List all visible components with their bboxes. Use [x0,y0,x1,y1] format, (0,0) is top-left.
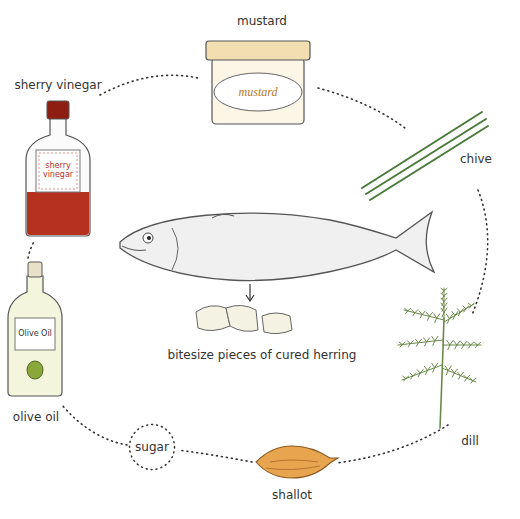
vinegar-bottle [26,101,90,236]
olive-oil-bottle [8,262,62,396]
ingredient-circle: sugar [128,423,176,471]
bottle-label-text: sherry vinegar [41,162,75,180]
herring-fish [120,212,434,301]
herring-pieces [196,305,292,333]
description-caption: bitesize pieces of cured herring [168,349,357,362]
dill-sprig [398,288,481,428]
mustard-jar [206,41,310,124]
bottle-label-text: Olive Oil [17,330,53,339]
jar-label-text: mustard [239,86,278,99]
ingredient-caption: dill [461,435,479,448]
ingredient-caption: sugar [135,440,169,454]
ingredient-caption: olive oil [13,411,59,424]
ingredient-caption: mustard [237,15,287,28]
ingredient-caption: sherry vinegar [14,79,101,92]
ingredient-caption: chive [460,153,492,166]
dotted-ring [28,75,488,463]
ingredient-caption: shallot [272,489,312,502]
shallot-bulb [256,446,338,478]
